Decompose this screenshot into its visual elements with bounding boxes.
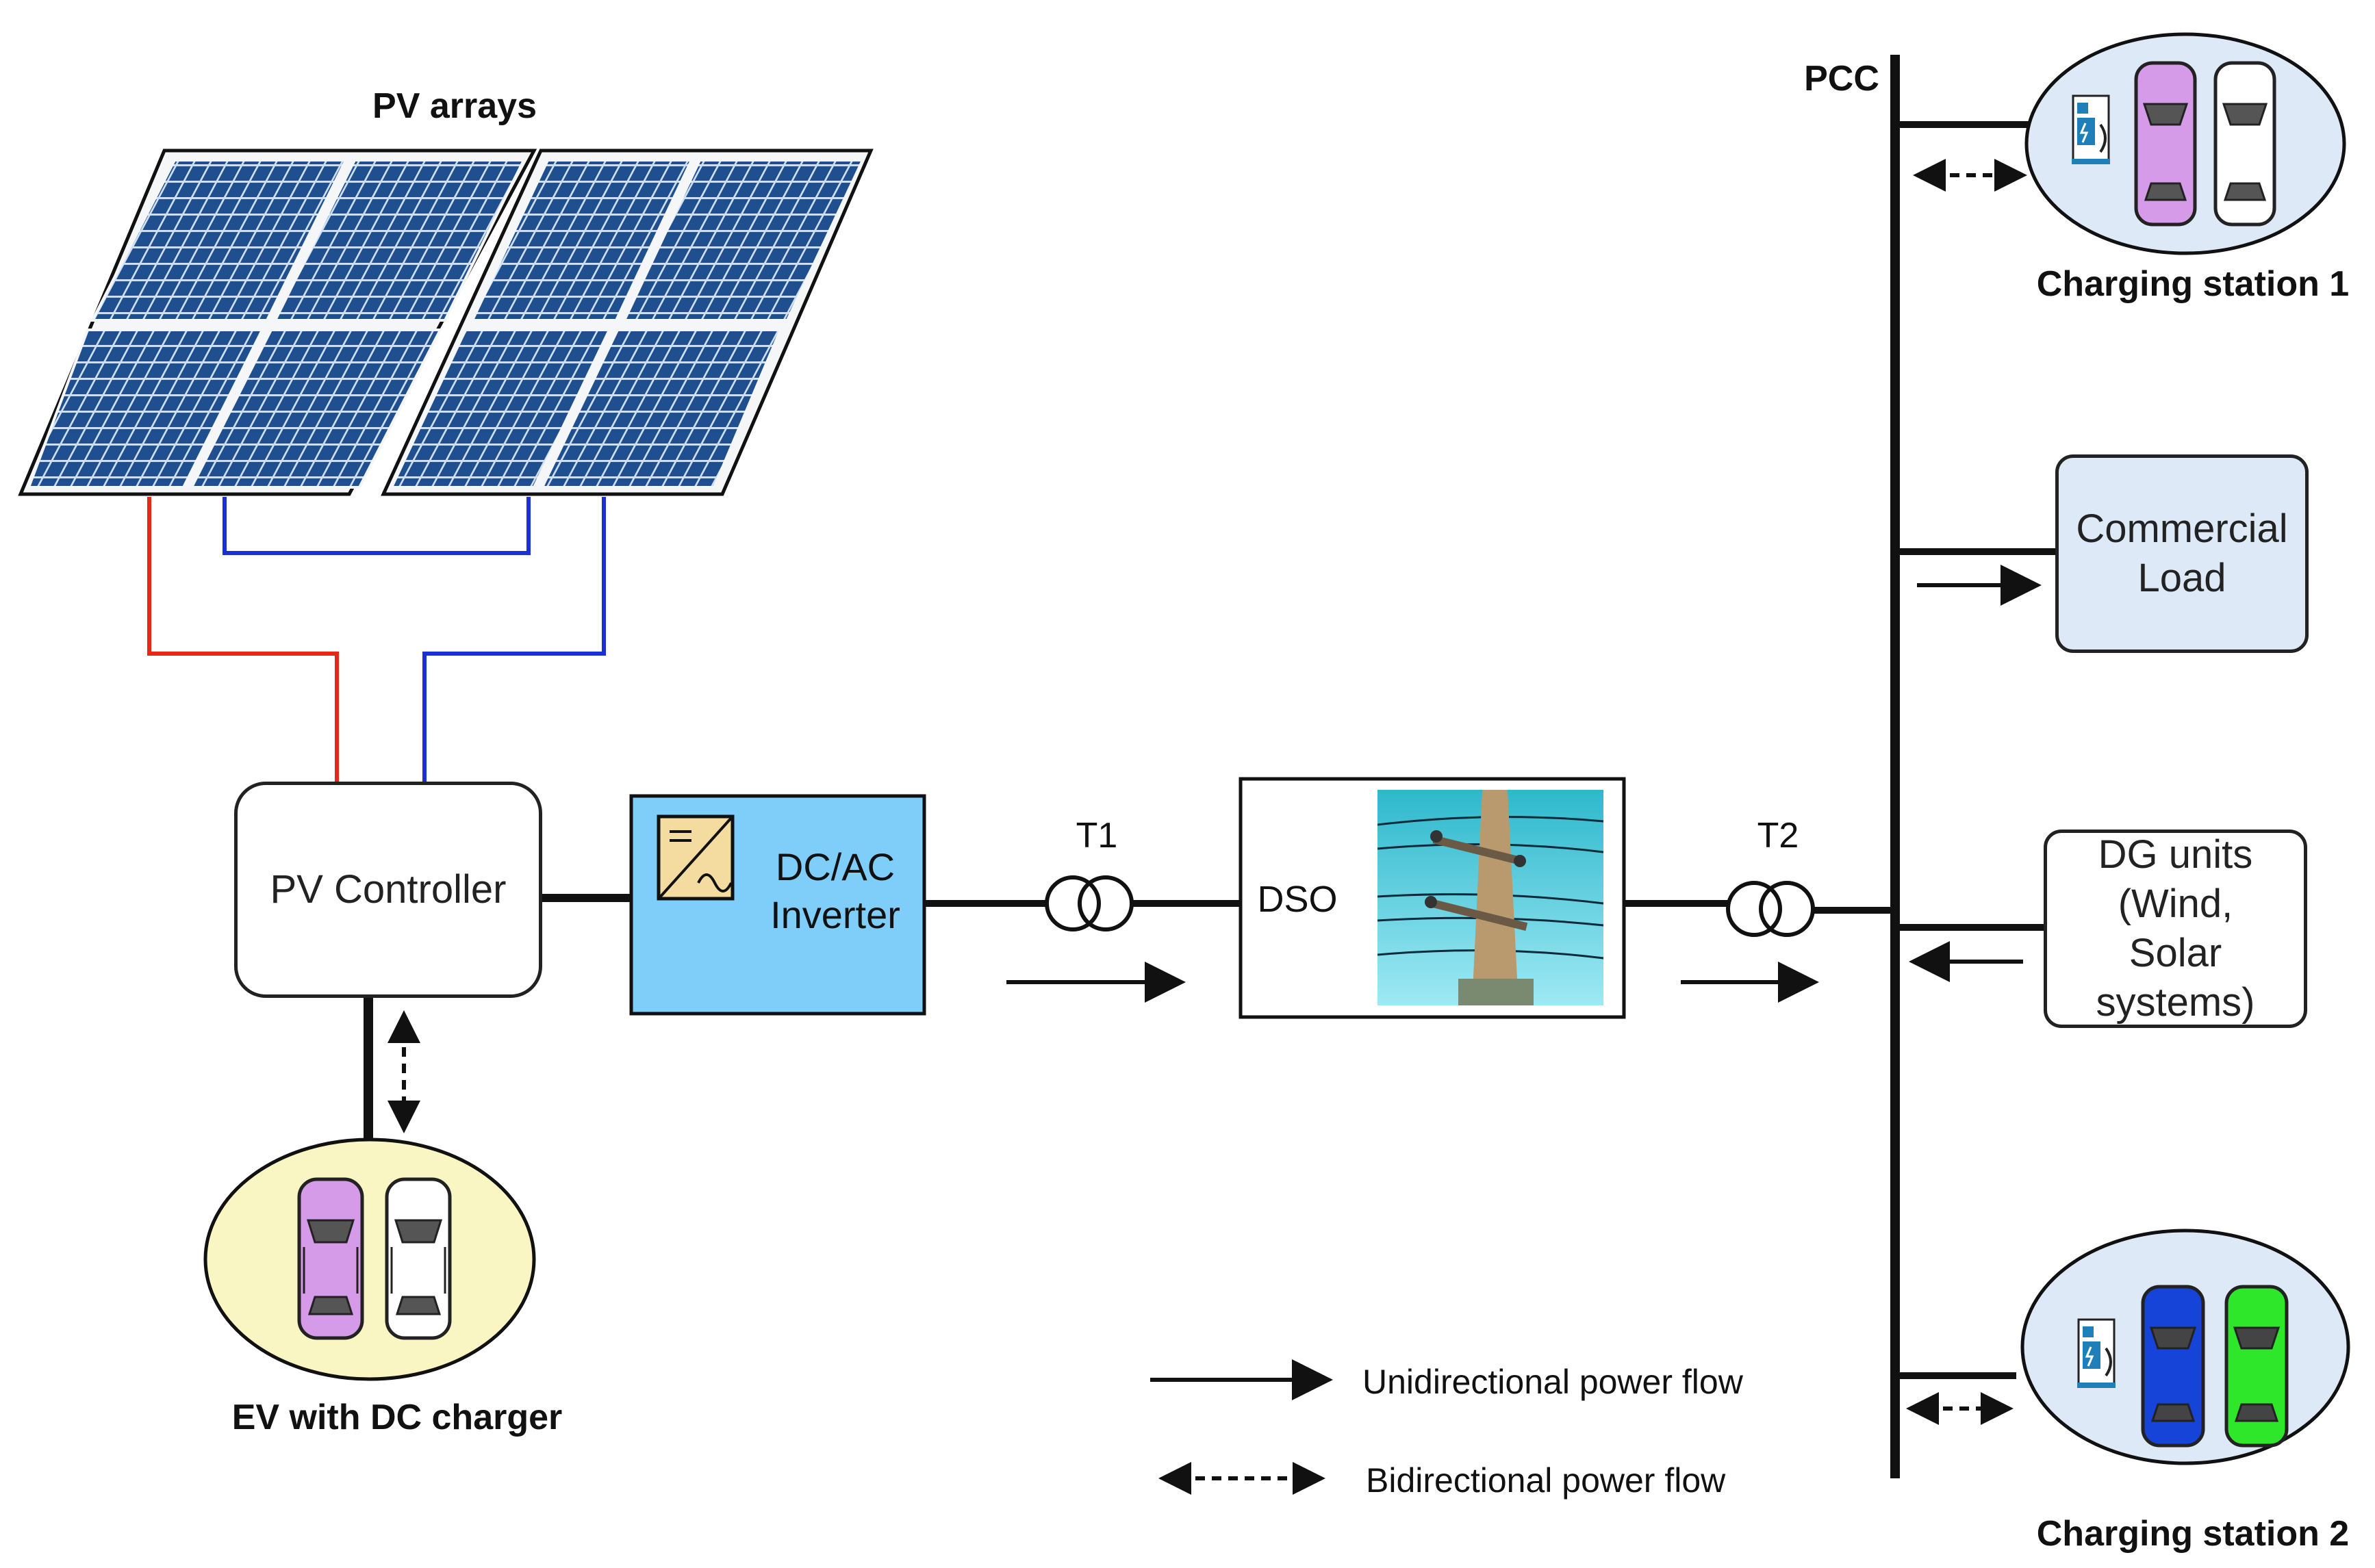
dg-units-box: DG units (Wind, Solar systems)	[2044, 830, 2307, 1028]
dg-units-line2: Solar systems)	[2096, 931, 2255, 1025]
white-car-icon	[385, 1177, 452, 1340]
charger-icon	[2077, 1318, 2116, 1388]
pv-arrays-title: PV arrays	[372, 86, 537, 126]
solar-panel	[470, 159, 694, 322]
pv-array-left	[18, 149, 537, 496]
inverter-symbol-icon	[657, 814, 735, 901]
purple-car-icon	[297, 1177, 364, 1340]
solar-panel	[189, 329, 443, 489]
pv-negative-wire	[223, 497, 531, 555]
legend-bidirectional-label: Bidirectional power flow	[1366, 1461, 1726, 1500]
charger-icon	[2072, 94, 2110, 164]
commercial-load-line1: Commercial	[2076, 506, 2288, 551]
station1-label: Charging station 1	[2037, 264, 2349, 304]
legend-unidirectional-label: Unidirectional power flow	[1362, 1363, 1744, 1401]
transformer-t1-icon	[1045, 875, 1134, 931]
pv-controller-box: PV Controller	[234, 782, 542, 998]
green-car-icon	[2224, 1285, 2289, 1448]
solar-panel	[622, 159, 865, 322]
solar-panel	[27, 329, 265, 489]
solar-panel	[389, 329, 612, 489]
transformer-t2-icon	[1726, 881, 1815, 937]
t1-label: T1	[1076, 816, 1118, 856]
purple-car-icon	[2134, 61, 2197, 227]
solar-panel	[272, 159, 526, 322]
solar-panel	[90, 159, 348, 322]
dso-label: DSO	[1257, 879, 1337, 920]
inverter-label-line2: Inverter	[770, 893, 900, 936]
pv-array-right	[381, 149, 874, 496]
pcc-label: PCC	[1804, 59, 1879, 99]
t2-label: T2	[1757, 816, 1799, 856]
pv-controller-label: PV Controller	[270, 867, 507, 912]
ev-charger-ellipse	[203, 1138, 536, 1381]
pv-positive-wire	[147, 497, 339, 786]
commercial-load-line2: Load	[2137, 556, 2226, 600]
commercial-load-box: Commercial Load	[2055, 454, 2309, 653]
solar-panel	[539, 329, 783, 489]
station2-label: Charging station 2	[2037, 1514, 2349, 1554]
white-car-icon	[2213, 61, 2276, 227]
pv-negative-wire	[422, 497, 606, 786]
blue-car-icon	[2141, 1285, 2205, 1448]
utility-pole-image	[1377, 790, 1604, 1005]
dg-units-line1: DG units (Wind,	[2098, 832, 2253, 926]
ev-dc-charger-label: EV with DC charger	[232, 1398, 563, 1437]
inverter-label-line1: DC/AC	[776, 845, 895, 888]
